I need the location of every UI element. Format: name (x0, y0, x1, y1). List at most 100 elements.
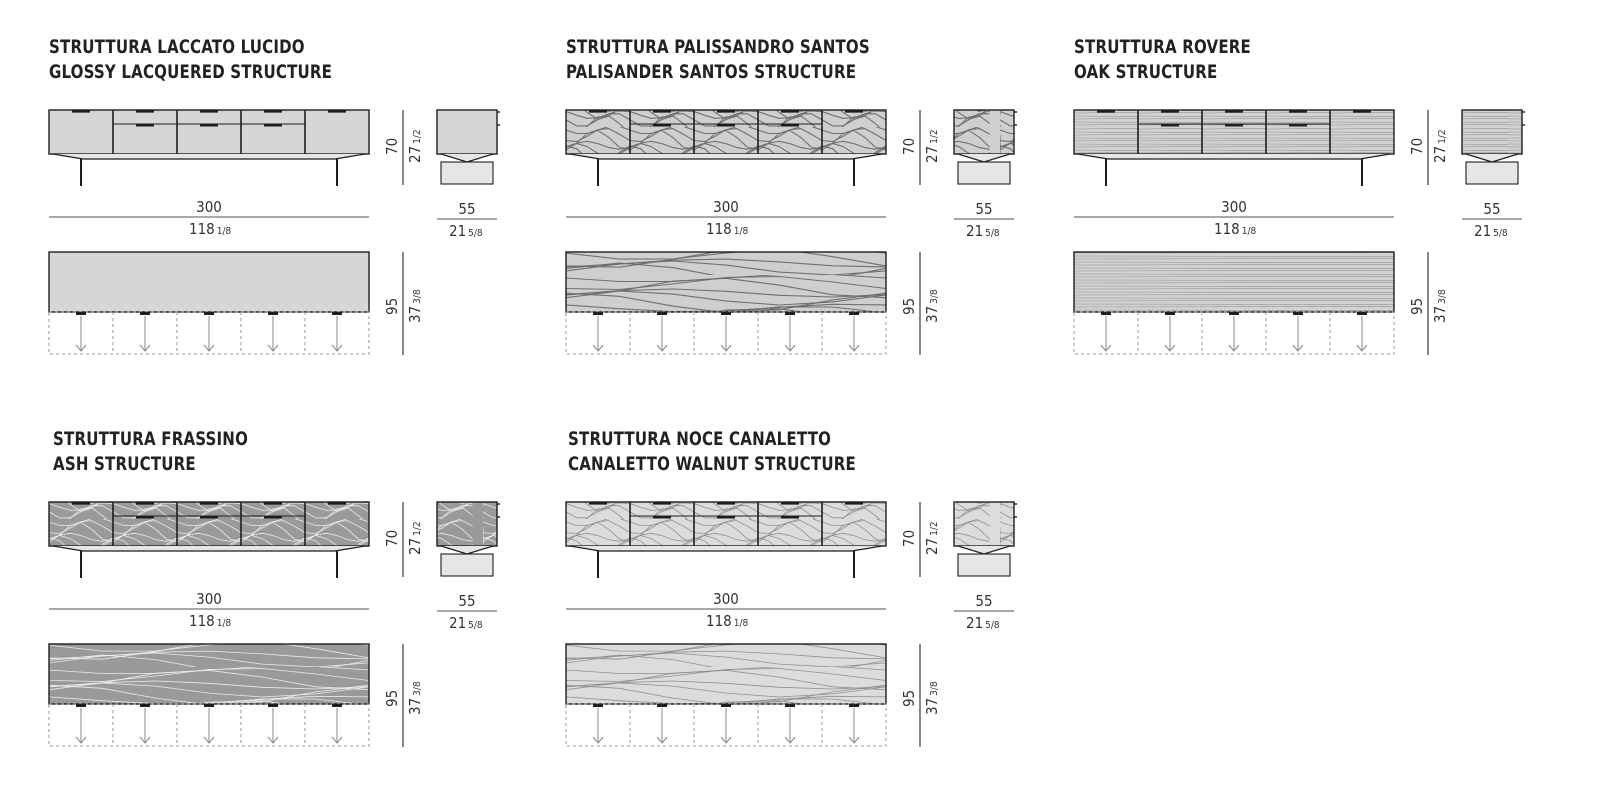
opening-area (48, 311, 370, 355)
arrow-icon (139, 344, 151, 352)
dimension-fraction: 3/8 (929, 681, 940, 696)
arrow-icon (1356, 344, 1368, 352)
opening-area (565, 311, 887, 355)
arrow-icon (203, 736, 215, 744)
title-italian: STRUTTURA FRASSINO (53, 428, 249, 450)
handle-top (1293, 312, 1303, 315)
variant-title: STRUTTURA PALISSANDRO SANTOS PALISANDER … (566, 35, 870, 85)
title-italian: STRUTTURA PALISSANDRO SANTOS (566, 36, 870, 58)
side-plinth (440, 545, 494, 555)
height-inches: 271/2 (406, 129, 424, 163)
height-inches: 271/2 (923, 129, 941, 163)
title-italian: STRUTTURA LACCATO LUCIDO (49, 36, 305, 58)
title-english: OAK STRUCTURE (1074, 61, 1218, 83)
height-cm: 70 (1408, 138, 1426, 155)
dimension-fraction: 3/8 (412, 681, 423, 696)
arrow-icon (592, 344, 604, 352)
arrow-icon (848, 344, 860, 352)
title-english: PALISANDER SANTOS STRUCTURE (566, 61, 857, 83)
plan-depth-inches: 373/8 (1431, 289, 1449, 323)
arrow-icon (267, 344, 279, 352)
dimension-fraction: 1/2 (929, 129, 940, 143)
leg-profile (440, 161, 494, 185)
handle-top (76, 312, 86, 315)
handle-top (593, 312, 603, 315)
depth-cm: 55 (975, 200, 992, 218)
variant-walnut: STRUTTURA NOCE CANALETTO CANALETTO WALNU… (565, 427, 1026, 767)
handle-top (657, 704, 667, 707)
arrow-icon (1100, 344, 1112, 352)
handle-top (849, 704, 859, 707)
dimension-whole: 118 (189, 612, 215, 630)
variant-title: STRUTTURA ROVERE OAK STRUCTURE (1074, 35, 1251, 85)
dimension-fraction: 5/8 (985, 228, 1000, 239)
plinth (1077, 153, 1391, 160)
title-english: CANALETTO WALNUT STRUCTURE (568, 453, 856, 475)
cabinet-body (1073, 109, 1395, 155)
front-elevation (48, 109, 370, 186)
arrow-icon (720, 736, 732, 744)
plan-depth-inches: 373/8 (406, 681, 424, 715)
top-surface (48, 251, 370, 313)
dimension-whole: 118 (706, 612, 732, 630)
arrow-icon (1164, 344, 1176, 352)
height-inches: 271/2 (406, 521, 424, 555)
plan-depth-cm: 95 (900, 298, 918, 315)
width-cm: 300 (713, 590, 739, 608)
front-elevation (48, 501, 370, 578)
dimension-fraction: 1/8 (217, 618, 232, 629)
dimension-fraction: 1/2 (929, 521, 940, 535)
plinth (569, 153, 883, 160)
handle-top (721, 704, 731, 707)
dimension-fraction: 5/8 (985, 620, 1000, 631)
title-english: GLOSSY LACQUERED STRUCTURE (49, 61, 333, 83)
variant-lacquered: STRUTTURA LACCATO LUCIDO GLOSSY LACQUERE… (48, 35, 509, 375)
plan-depth-inches: 373/8 (406, 289, 424, 323)
handle-top (140, 312, 150, 315)
dimension-whole: 27 (406, 146, 424, 163)
handle-top (785, 312, 795, 315)
dimension-fraction: 5/8 (468, 228, 483, 239)
handle-top (849, 312, 859, 315)
leg-profile (1465, 161, 1519, 185)
dimension-whole: 27 (1431, 146, 1449, 163)
plan-depth-inches: 373/8 (923, 681, 941, 715)
arrow-icon (75, 736, 87, 744)
side-plinth (957, 153, 1011, 163)
handle-top (1229, 312, 1239, 315)
arrow-icon (331, 344, 343, 352)
handle-top (204, 312, 214, 315)
side-elevation (953, 109, 1017, 185)
top-surface (565, 251, 887, 313)
handle-top (593, 704, 603, 707)
leg-profile (440, 553, 494, 577)
width-cm: 300 (196, 198, 222, 216)
dimension-whole: 27 (406, 538, 424, 555)
handle-top (268, 312, 278, 315)
cabinet-body (48, 501, 370, 547)
handle-top (785, 704, 795, 707)
